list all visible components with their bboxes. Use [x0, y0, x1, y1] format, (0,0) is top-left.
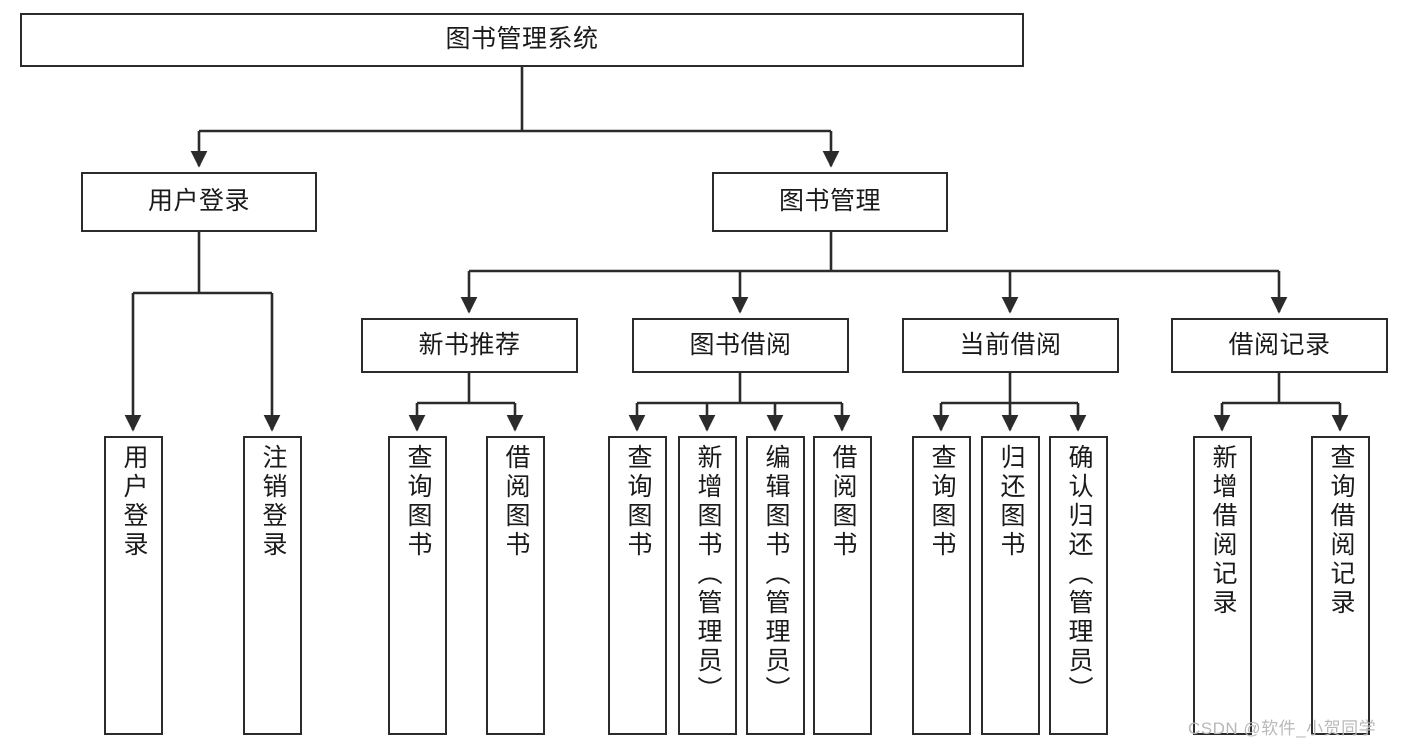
node-label: 借阅记录: [1228, 330, 1331, 359]
node-label: 新增借阅记录: [1209, 444, 1237, 618]
node-book-management[interactable]: 图书管理: [712, 172, 948, 232]
node-book-borrow[interactable]: 图书借阅: [632, 318, 849, 373]
leaf-borrow-query-book[interactable]: 查询图书: [608, 436, 667, 735]
leaf-borrow-borrow-book[interactable]: 借阅图书: [813, 436, 872, 735]
node-label: 用户登录: [120, 444, 148, 560]
node-borrow-record[interactable]: 借阅记录: [1171, 318, 1388, 373]
node-label: 新书推荐: [418, 330, 521, 359]
node-label: 编辑图书（管理员）: [762, 444, 790, 705]
node-label: 新增图书（管理员）: [694, 444, 722, 705]
leaf-current-return-book[interactable]: 归还图书: [981, 436, 1040, 735]
node-label: 确认归还（管理员）: [1065, 444, 1093, 705]
node-label: 用户登录: [147, 187, 250, 216]
leaf-new-book-borrow[interactable]: 借阅图书: [486, 436, 545, 735]
node-label: 查询图书: [404, 444, 432, 560]
leaf-new-book-query[interactable]: 查询图书: [388, 436, 447, 735]
node-label: 查询图书: [928, 444, 956, 560]
node-new-book-recommend[interactable]: 新书推荐: [361, 318, 578, 373]
node-label: 借阅图书: [502, 444, 530, 560]
node-user-login[interactable]: 用户登录: [81, 172, 317, 232]
leaf-current-confirm-return-admin[interactable]: 确认归还（管理员）: [1049, 436, 1108, 735]
node-label: 归还图书: [997, 444, 1025, 560]
node-label: 当前借阅: [959, 330, 1062, 359]
leaf-current-query-book[interactable]: 查询图书: [912, 436, 971, 735]
node-root-library-system[interactable]: 图书管理系统: [20, 13, 1024, 67]
leaf-user-login-logout[interactable]: 注销登录: [243, 436, 302, 735]
node-label: 图书管理系统: [445, 25, 599, 54]
leaf-user-login-login[interactable]: 用户登录: [104, 436, 163, 735]
leaf-record-query-record[interactable]: 查询借阅记录: [1311, 436, 1370, 735]
leaf-borrow-edit-book-admin[interactable]: 编辑图书（管理员）: [746, 436, 805, 735]
leaf-record-add-record[interactable]: 新增借阅记录: [1193, 436, 1252, 735]
node-current-borrow[interactable]: 当前借阅: [902, 318, 1119, 373]
node-label: 借阅图书: [829, 444, 857, 560]
node-label: 查询借阅记录: [1327, 444, 1355, 618]
node-label: 查询图书: [624, 444, 652, 560]
node-label: 图书借阅: [689, 330, 792, 359]
csdn-watermark: CSDN @软件_小贺同学: [1188, 719, 1377, 738]
leaf-borrow-add-book-admin[interactable]: 新增图书（管理员）: [678, 436, 737, 735]
node-label: 注销登录: [259, 444, 287, 560]
node-label: 图书管理: [778, 187, 881, 216]
